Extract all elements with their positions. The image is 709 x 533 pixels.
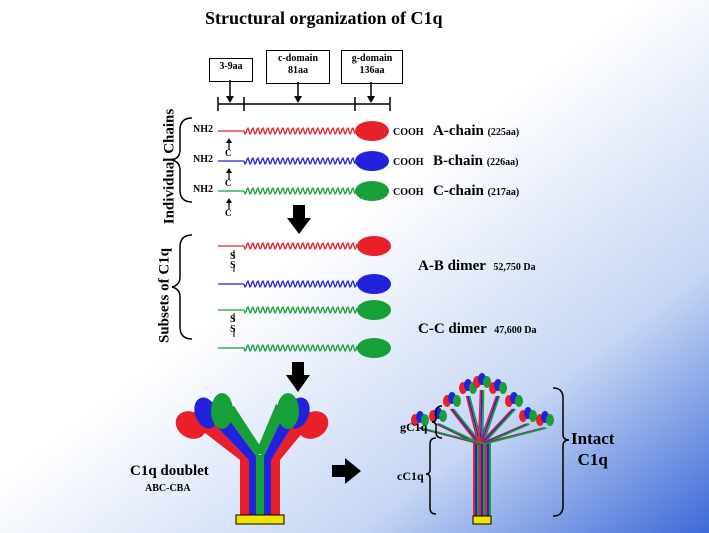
c-chain-cterm: COOH: [393, 187, 424, 198]
intact-arm-strand: [478, 395, 498, 445]
intact-globular-head: [499, 382, 507, 394]
intact-trunk-strand: [489, 440, 491, 516]
domain-label: g-domain: [351, 53, 393, 64]
domain-label: 3-9aa: [219, 61, 243, 72]
a-chain-cys: C: [225, 148, 232, 158]
domain-box-linker: 3-9aa: [209, 58, 253, 82]
c-chain-head: [355, 181, 389, 201]
intact-trunk-strand: [483, 440, 485, 516]
c1q-doublet-structure: [175, 393, 329, 525]
cc-dimer-c1-head: [357, 300, 391, 320]
intact-trunk-strand: [479, 440, 481, 516]
cc-dimer-label: C-C dimer 47,600 Da: [418, 321, 537, 337]
intact-arm-strand: [480, 395, 499, 445]
intact-arm-strand: [478, 408, 514, 445]
a-chain-cterm: COOH: [393, 127, 424, 138]
b-chain-collagen-wave: [243, 156, 356, 166]
intact-arm-strand: [482, 395, 501, 445]
ab-dimer-a-collagen-wave: [243, 241, 358, 251]
ab-disulfide-s1: S: [230, 251, 236, 262]
intact-globular-head: [529, 410, 537, 422]
domain-length: 136aa: [359, 65, 385, 76]
b-chain-label: B-chain (226aa): [433, 153, 519, 169]
c-chain-nterm: NH2: [193, 184, 213, 195]
domain-length: 81aa: [288, 65, 308, 76]
intact-arm-strand: [477, 389, 482, 445]
intact-trunk-strand: [477, 440, 479, 516]
a-chain-label: A-chain (225aa): [433, 123, 520, 139]
domain-label: c-domain: [278, 53, 318, 64]
ab-dimer-a-head: [357, 236, 391, 256]
ab-dimer-b-head: [357, 274, 391, 294]
intact-globular-head: [546, 414, 554, 426]
cc-dimer-c2-head: [357, 338, 391, 358]
a-chain-head: [355, 121, 389, 141]
cc-dimer-c2-collagen-wave: [243, 343, 358, 353]
intact-trunk-strand: [485, 440, 487, 516]
chain-waves: [218, 126, 358, 353]
ab-dimer-b-collagen-wave: [243, 279, 358, 289]
intact-globular-head: [453, 395, 461, 407]
subsets-label: Subsets of C1q: [156, 247, 173, 344]
intact-arm-strand: [421, 427, 485, 445]
intact-globular-head: [483, 376, 491, 388]
c-chain-cys: C: [225, 208, 232, 218]
intact-label: Intact C1q: [571, 429, 615, 469]
cc1q-label: cC1q: [397, 469, 424, 483]
page-title: Structural organization of C1q: [205, 8, 443, 28]
gc1q-label: gC1q: [400, 420, 428, 434]
c-chain-label: C-chain (217aa): [433, 183, 520, 199]
ab-dimer-label: A-B dimer 52,750 Da: [418, 258, 536, 274]
doublet-label: C1q doublet: [130, 463, 209, 479]
intact-trunk-strand: [473, 440, 475, 516]
c-chain-collagen-wave: [243, 186, 356, 196]
intact-arm-strand: [451, 408, 481, 445]
intact-globular-head: [439, 410, 447, 422]
intact-arm-strand: [449, 408, 479, 445]
cc-disulfide-s1: S: [230, 314, 236, 325]
domain-box-globular: g-domain 136aa: [341, 50, 403, 84]
intact-globular-head: [515, 395, 523, 407]
b-chain-nterm: NH2: [193, 154, 213, 165]
intact-arm-strand: [479, 389, 483, 445]
intact-arm-strand: [484, 427, 547, 445]
domain-box-collagen: c-domain 81aa: [266, 50, 330, 84]
a-chain-collagen-wave: [243, 126, 356, 136]
intact-arm-strand: [465, 395, 479, 445]
doublet-sublabel: ABC-CBA: [145, 483, 191, 494]
ab-disulfide-s2: S: [230, 260, 236, 271]
b-chain-cterm: COOH: [393, 157, 424, 168]
intact-arm-strand: [480, 408, 515, 445]
intact-trunk-strand: [475, 440, 477, 516]
intact-trunk-strand: [487, 440, 489, 516]
b-chain-head: [355, 151, 389, 171]
b-chain-cys: C: [225, 178, 232, 188]
cc-dimer-c1-collagen-wave: [243, 305, 358, 315]
intact-c1q-structure: [411, 373, 554, 525]
a-chain-nterm: NH2: [193, 124, 213, 135]
intact-arm-strand: [482, 408, 517, 445]
individual-chains-label: Individual Chains: [161, 108, 178, 225]
intact-trunk-strand: [481, 440, 483, 516]
cc-disulfide-s2: S: [230, 324, 236, 335]
intact-globular-head: [421, 414, 429, 426]
